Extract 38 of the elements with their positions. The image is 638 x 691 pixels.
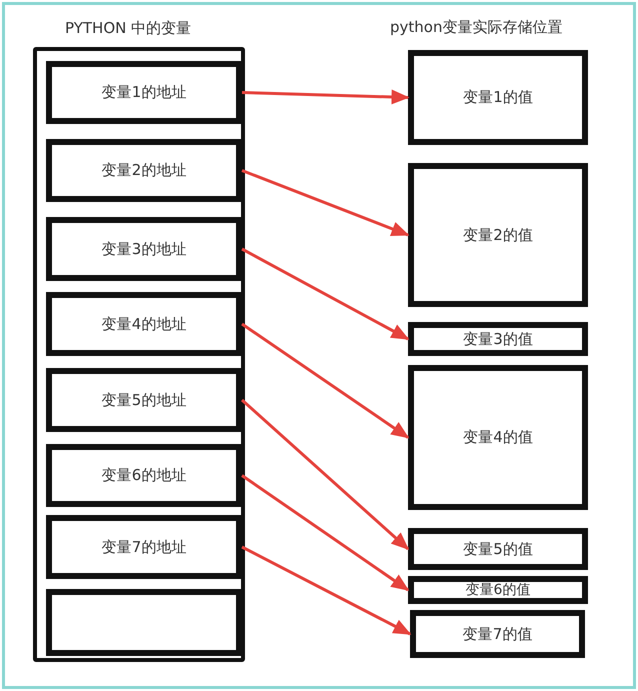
variable-box [408,576,588,604]
arrow [241,474,410,592]
box-label: 变量4的地址 [102,314,186,334]
box-label: 变量2的值 [463,226,533,244]
box-label: 变量7的地址 [102,538,186,556]
box-label: 变量6的地址 [102,466,186,485]
column-heading: PYTHON 中的变量 [65,19,192,38]
variable-box [408,163,588,307]
variable-box [46,139,242,202]
arrow [241,322,410,439]
variable-box [46,368,242,432]
variable-box [408,528,588,570]
box-label: 变量6的值 [466,581,530,599]
variable-box [410,610,585,658]
box-label: 变量1的值 [463,88,533,107]
box-label: 变量7的值 [462,624,532,644]
variable-box [46,217,242,281]
variable-box [46,515,242,579]
variable-box [408,322,588,356]
box-label: 变量2的地址 [102,161,186,180]
box-label: 变量3的值 [463,330,533,348]
arrow [241,546,412,636]
variable-box [408,50,588,145]
empty-box [46,589,242,656]
arrow [241,169,410,236]
variable-box [408,365,588,510]
box-label: 变量1的地址 [102,83,186,102]
column-heading: python变量实际存储位置 [390,18,562,37]
box-label: 变量3的地址 [102,240,186,258]
box-label: 变量5的值 [463,540,533,558]
arrow [241,398,410,550]
arrow [242,90,410,104]
arrow [241,248,410,340]
variable-box [46,61,242,124]
variable-box [46,444,242,507]
box-label: 变量5的地址 [102,390,186,410]
variable-box [46,292,242,356]
box-label: 变量4的值 [463,428,533,447]
